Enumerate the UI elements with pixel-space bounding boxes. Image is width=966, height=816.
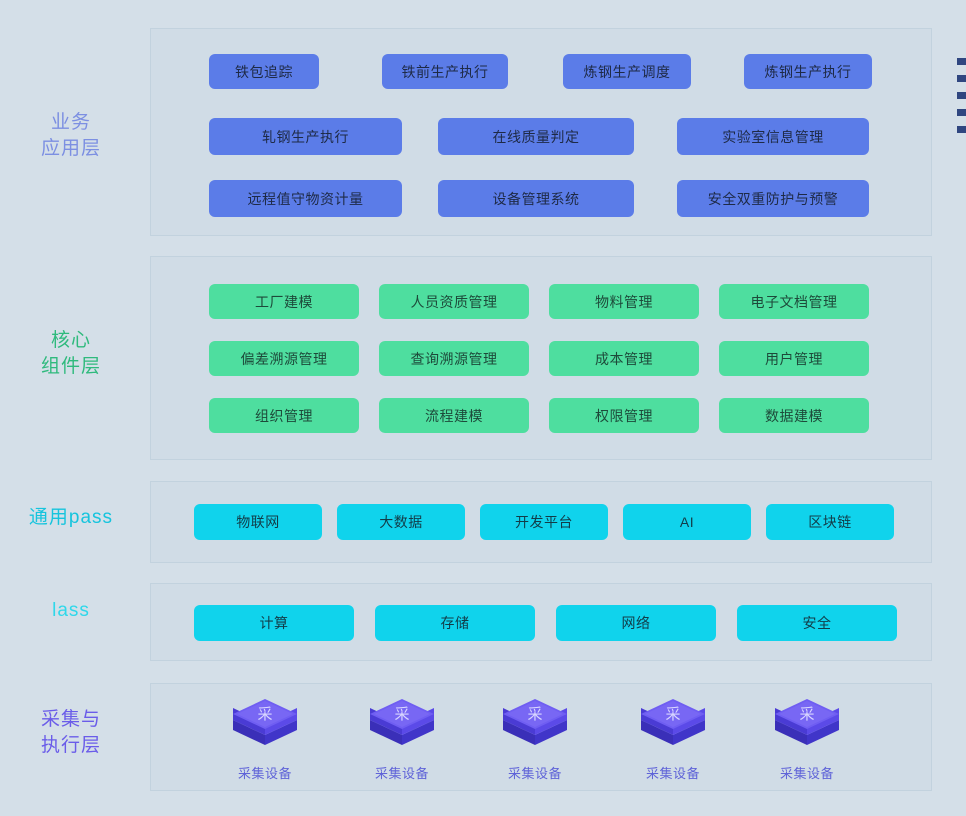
pill-core-2-3[interactable]: 数据建模 bbox=[719, 398, 869, 433]
pill-core-1-1[interactable]: 查询溯源管理 bbox=[379, 341, 529, 376]
collection-device-icon: 采 bbox=[364, 697, 440, 757]
device-caption: 采集设备 bbox=[779, 766, 834, 781]
pill-iaas-0-2[interactable]: 网络 bbox=[556, 605, 716, 641]
pill-core-1-2[interactable]: 成本管理 bbox=[549, 341, 699, 376]
device-caption: 采集设备 bbox=[374, 766, 429, 781]
collection-device-icon: 采 bbox=[227, 697, 303, 757]
pill-paas-0-1[interactable]: 大数据 bbox=[337, 504, 465, 540]
layer-label-business: 业务 应用层 bbox=[40, 112, 101, 160]
panel-core-layer: 工厂建模 人员资质管理 物料管理 电子文档管理 偏差溯源管理 查询溯源管理 成本… bbox=[150, 256, 932, 460]
device-caption: 采集设备 bbox=[645, 766, 700, 781]
panel-business-layer: 铁包追踪 铁前生产执行 炼钢生产调度 炼钢生产执行 轧钢生产执行 在线质量判定 … bbox=[150, 28, 932, 236]
layer-label-iaas: lass bbox=[52, 600, 90, 621]
pill-core-0-3[interactable]: 电子文档管理 bbox=[719, 284, 869, 319]
pill-business-2-1[interactable]: 设备管理系统 bbox=[438, 180, 634, 217]
pill-business-0-2[interactable]: 炼钢生产调度 bbox=[563, 54, 691, 89]
pill-core-0-2[interactable]: 物料管理 bbox=[549, 284, 699, 319]
svg-text:采: 采 bbox=[257, 706, 272, 723]
svg-text:采: 采 bbox=[394, 706, 409, 723]
pill-paas-0-3[interactable]: AI bbox=[623, 504, 751, 540]
pill-core-1-0[interactable]: 偏差溯源管理 bbox=[209, 341, 359, 376]
device-caption: 采集设备 bbox=[507, 766, 562, 781]
pill-core-0-1[interactable]: 人员资质管理 bbox=[379, 284, 529, 319]
pill-business-0-3[interactable]: 炼钢生产执行 bbox=[744, 54, 872, 89]
layer-label-edge: 采集与 执行层 bbox=[40, 709, 101, 757]
pill-paas-0-4[interactable]: 区块链 bbox=[766, 504, 894, 540]
pill-iaas-0-1[interactable]: 存储 bbox=[375, 605, 535, 641]
pill-paas-0-0[interactable]: 物联网 bbox=[194, 504, 322, 540]
svg-text:采: 采 bbox=[527, 706, 542, 723]
panel-edge-layer: 采 采集设备 采 bbox=[150, 683, 932, 791]
device-card[interactable]: 采 采集设备 bbox=[619, 697, 727, 782]
panel-paas-layer: 物联网 大数据 开发平台 AI 区块链 bbox=[150, 481, 932, 563]
panel-iaas-layer: 计算 存储 网络 安全 bbox=[150, 583, 932, 661]
edge-marker-bullet-icon bbox=[957, 109, 966, 116]
pill-paas-0-2[interactable]: 开发平台 bbox=[480, 504, 608, 540]
device-card[interactable]: 采 采集设备 bbox=[211, 697, 319, 782]
pill-iaas-0-0[interactable]: 计算 bbox=[194, 605, 354, 641]
pill-business-1-2[interactable]: 实验室信息管理 bbox=[677, 118, 869, 155]
pill-core-2-0[interactable]: 组织管理 bbox=[209, 398, 359, 433]
edge-marker-bullet-icon bbox=[957, 58, 966, 65]
edge-marker-bullet-icon bbox=[957, 92, 966, 99]
device-card[interactable]: 采 采集设备 bbox=[753, 697, 861, 782]
collection-device-icon: 采 bbox=[497, 697, 573, 757]
pill-core-1-3[interactable]: 用户管理 bbox=[719, 341, 869, 376]
pill-core-2-1[interactable]: 流程建模 bbox=[379, 398, 529, 433]
device-card[interactable]: 采 采集设备 bbox=[481, 697, 589, 782]
layer-label-core: 核心 组件层 bbox=[40, 330, 101, 378]
pill-core-0-0[interactable]: 工厂建模 bbox=[209, 284, 359, 319]
edge-marker-bullet-icon bbox=[957, 75, 966, 82]
pill-core-2-2[interactable]: 权限管理 bbox=[549, 398, 699, 433]
edge-marker-bullet-icon bbox=[957, 126, 966, 133]
layer-label-paas: 通用pass bbox=[28, 507, 114, 528]
pill-business-1-1[interactable]: 在线质量判定 bbox=[438, 118, 634, 155]
device-caption: 采集设备 bbox=[237, 766, 292, 781]
svg-text:采: 采 bbox=[665, 706, 680, 723]
pill-business-1-0[interactable]: 轧钢生产执行 bbox=[209, 118, 402, 155]
pill-business-2-0[interactable]: 远程值守物资计量 bbox=[209, 180, 402, 217]
pill-iaas-0-3[interactable]: 安全 bbox=[737, 605, 897, 641]
pill-business-2-2[interactable]: 安全双重防护与预警 bbox=[677, 180, 869, 217]
collection-device-icon: 采 bbox=[635, 697, 711, 757]
device-card[interactable]: 采 采集设备 bbox=[348, 697, 456, 782]
pill-business-0-1[interactable]: 铁前生产执行 bbox=[382, 54, 508, 89]
svg-text:采: 采 bbox=[799, 706, 814, 723]
collection-device-icon: 采 bbox=[769, 697, 845, 757]
edge-marker-list bbox=[954, 58, 966, 143]
pill-business-0-0[interactable]: 铁包追踪 bbox=[209, 54, 319, 89]
